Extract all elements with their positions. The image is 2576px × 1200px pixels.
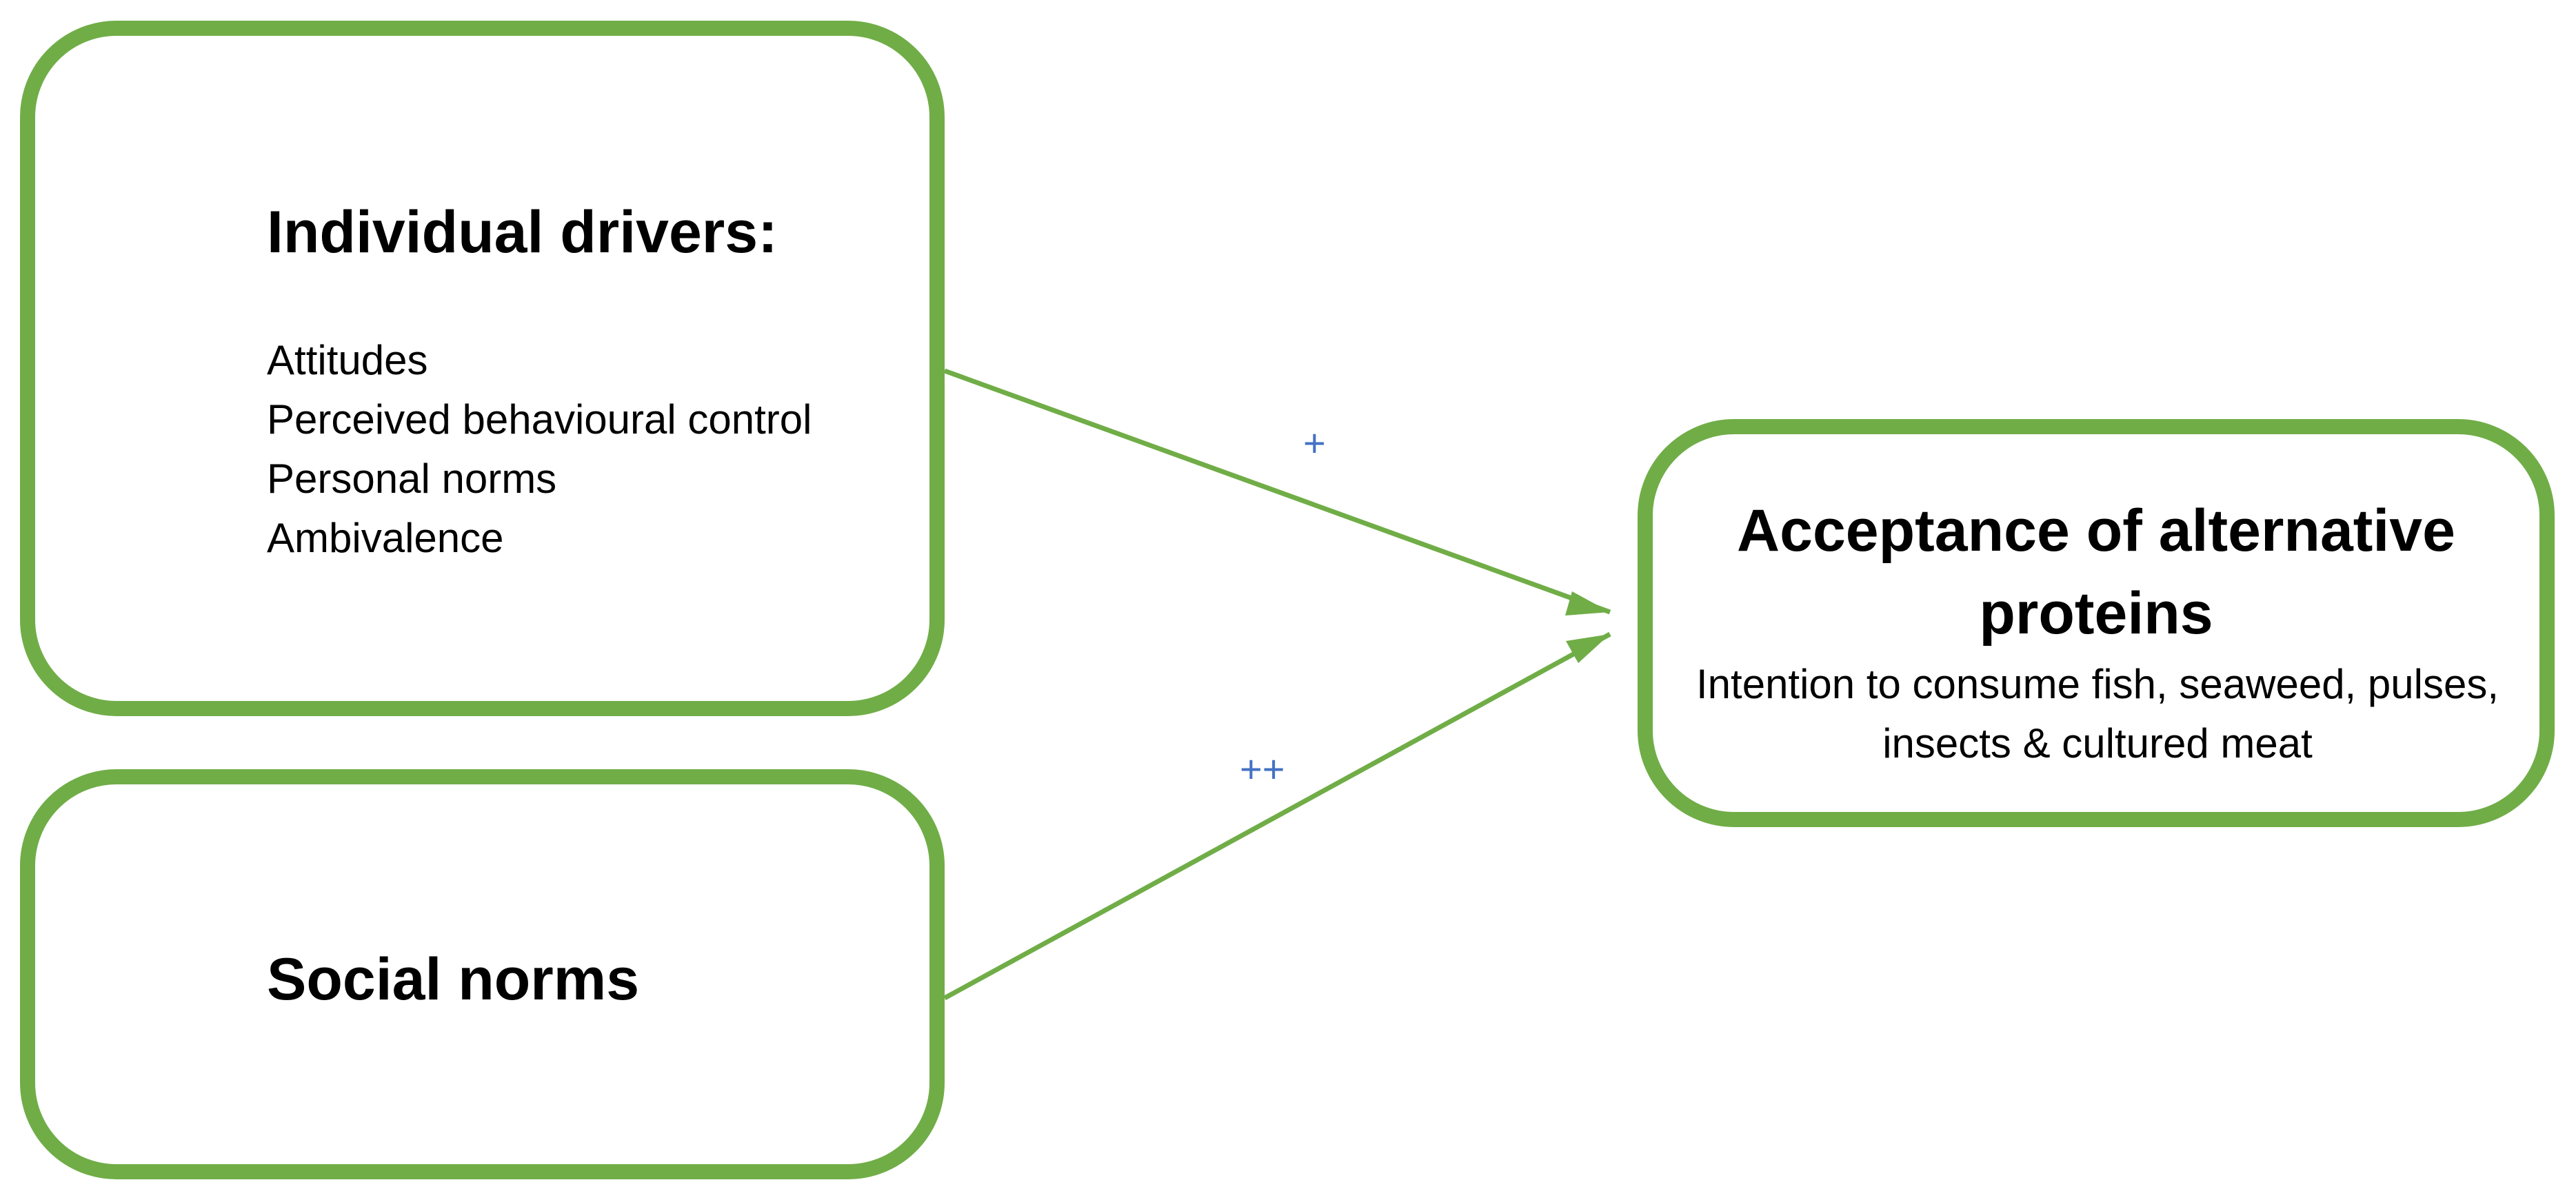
social-norms-heading: Social norms	[267, 946, 640, 1013]
acceptance-box: Acceptance of alternative proteins Inten…	[1638, 419, 2555, 827]
effect-sign-social: ++	[1240, 747, 1285, 791]
arrow-individual-to-acceptance	[943, 368, 1611, 615]
arrow-social-to-acceptance	[943, 631, 1611, 1001]
individual-drivers-list: Attitudes Perceived behavioural control …	[267, 331, 812, 568]
social-norms-box: Social norms	[20, 769, 945, 1179]
acceptance-detail: Intention to consume fish, seaweed, puls…	[1695, 661, 2499, 766]
arrowhead-individual	[1565, 591, 1610, 616]
acceptance-heading: Acceptance of alternative proteins	[1737, 498, 2455, 647]
driver-item-ambivalence: Ambivalence	[267, 515, 504, 561]
arrowhead-social	[1566, 634, 1610, 663]
effect-sign-individual: +	[1303, 421, 1326, 465]
individual-drivers-box: Individual drivers: Attitudes Perceived …	[20, 21, 945, 716]
driver-item-personal-norms: Personal norms	[267, 456, 557, 502]
driver-item-attitudes: Attitudes	[267, 337, 428, 383]
acceptance-content: Acceptance of alternative proteins Inten…	[1653, 489, 2539, 773]
individual-drivers-heading: Individual drivers:	[267, 199, 778, 265]
driver-item-perceived-behavioural-control: Perceived behavioural control	[267, 396, 812, 443]
